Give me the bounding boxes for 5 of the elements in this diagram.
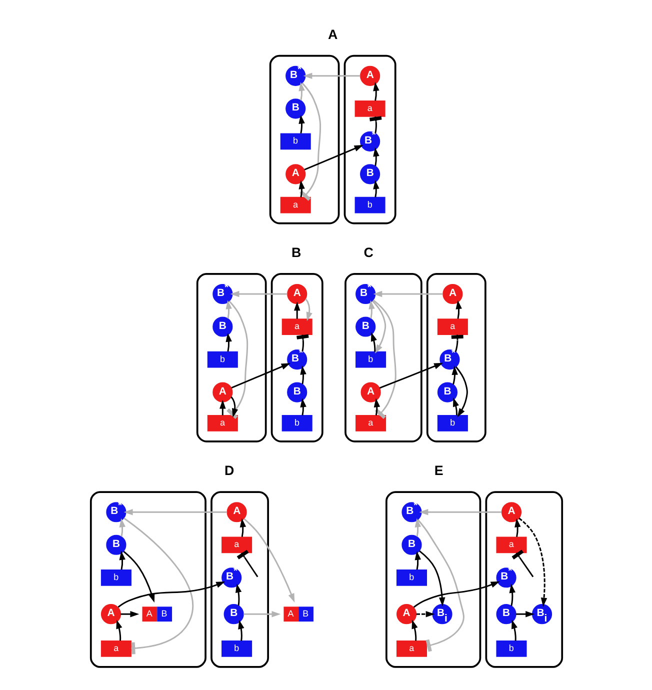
label: B (291, 245, 301, 260)
label: C (363, 245, 373, 260)
label: D (224, 463, 234, 478)
label: A (327, 26, 338, 42)
label: E (434, 463, 443, 478)
